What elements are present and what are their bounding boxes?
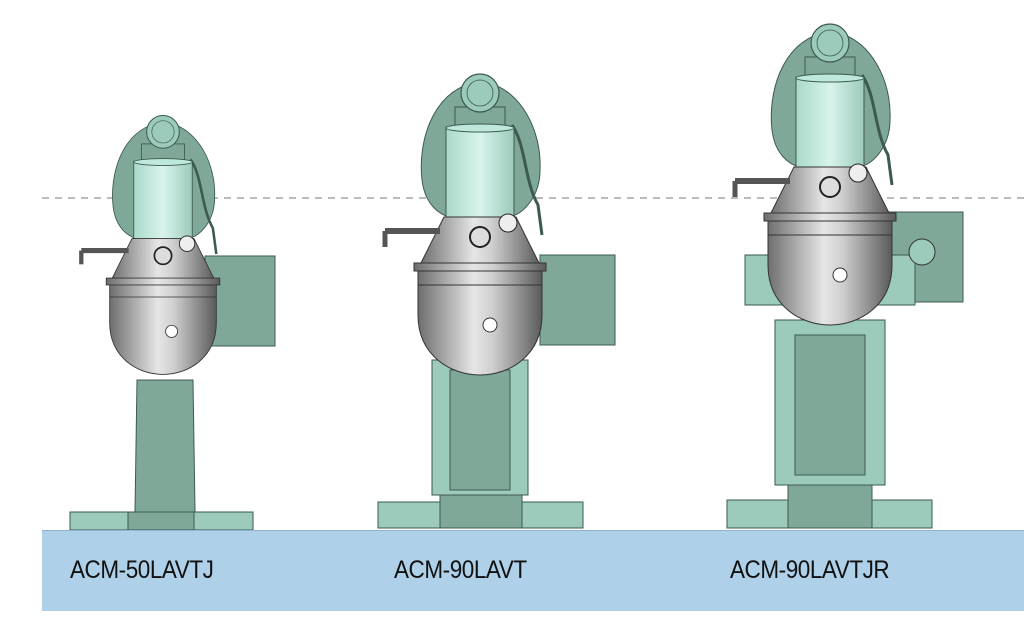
handwheel-icon (908, 238, 936, 266)
machine-acm-50lavtj (69, 116, 276, 531)
side-panel (539, 254, 616, 346)
mixer-body (81, 116, 219, 375)
model-label: ACM-50LAVTJ (70, 556, 214, 584)
model-label: ACM-90LAVTJR (730, 556, 890, 584)
label-band (42, 530, 1024, 611)
mixer-body (385, 74, 546, 375)
model-label: ACM-90LAVT (394, 556, 527, 584)
machine-acm-90lavt (377, 74, 616, 529)
pedestal (134, 379, 196, 513)
machine-acm-90lavtjr (726, 24, 964, 529)
